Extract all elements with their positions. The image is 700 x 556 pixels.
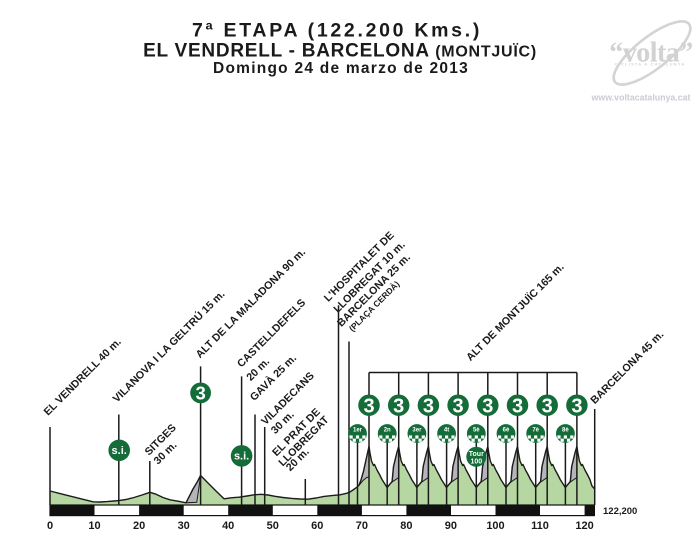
svg-text:20: 20 <box>133 520 145 532</box>
svg-text:4t: 4t <box>444 428 449 434</box>
svg-text:3: 3 <box>482 395 493 417</box>
svg-text:6è: 6è <box>503 428 510 434</box>
svg-text:2n: 2n <box>384 428 391 434</box>
svg-text:EL VENDRELL - BARCELONA (MONTJ: EL VENDRELL - BARCELONA (MONTJUÏC) <box>143 41 537 62</box>
svg-text:40: 40 <box>222 520 234 532</box>
svg-text:www.voltacatalunya.cat: www.voltacatalunya.cat <box>591 93 691 103</box>
svg-text:122,200: 122,200 <box>603 506 637 517</box>
svg-text:100: 100 <box>486 520 504 532</box>
svg-text:30: 30 <box>178 520 190 532</box>
svg-text:3er: 3er <box>412 428 422 434</box>
svg-text:120: 120 <box>575 520 593 532</box>
svg-text:3: 3 <box>453 395 464 417</box>
svg-text:3: 3 <box>195 383 205 404</box>
svg-text:3: 3 <box>512 395 523 417</box>
svg-text:1er: 1er <box>353 428 363 434</box>
svg-text:s.i.: s.i. <box>112 445 127 457</box>
svg-text:10: 10 <box>88 520 100 532</box>
svg-text:3: 3 <box>393 395 404 417</box>
svg-text:3: 3 <box>363 395 374 417</box>
svg-text:50: 50 <box>267 520 279 532</box>
svg-text:CICLISTA A CATALUNYA: CICLISTA A CATALUNYA <box>615 62 686 67</box>
svg-text:60: 60 <box>311 520 323 532</box>
svg-text:7ª ETAPA (122.200 Kms.): 7ª ETAPA (122.200 Kms.) <box>192 20 482 42</box>
svg-text:0: 0 <box>47 520 53 532</box>
svg-text:100: 100 <box>470 458 482 465</box>
svg-text:90: 90 <box>445 520 457 532</box>
svg-text:110: 110 <box>531 520 549 532</box>
svg-text:70: 70 <box>356 520 368 532</box>
svg-text:7è: 7è <box>532 428 539 434</box>
svg-text:3: 3 <box>542 395 553 417</box>
svg-text:80: 80 <box>400 520 412 532</box>
svg-text:3: 3 <box>423 395 434 417</box>
svg-text:“volta”: “volta” <box>609 38 693 69</box>
svg-text:Tour: Tour <box>469 451 484 458</box>
svg-text:s.i.: s.i. <box>234 451 249 463</box>
svg-text:8è: 8è <box>562 428 569 434</box>
svg-text:3: 3 <box>571 395 582 417</box>
svg-text:Domingo 24 de marzo de 2013: Domingo 24 de marzo de 2013 <box>213 60 469 77</box>
svg-text:5è: 5è <box>473 428 480 434</box>
